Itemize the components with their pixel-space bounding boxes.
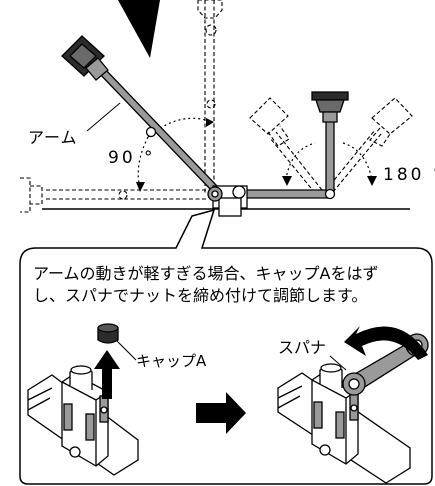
cap-leader-line bbox=[116, 340, 137, 361]
right-lamp-arm bbox=[225, 91, 349, 200]
angle-180-arc bbox=[282, 142, 377, 186]
right-clamp-assembly bbox=[277, 363, 411, 484]
instruction-text: アームの動きが軽すぎる場合、キャップAをはず し、スパナでナットを締め付けて調節… bbox=[33, 264, 379, 305]
cap-a-label: キャップA bbox=[136, 352, 207, 370]
light-beam bbox=[118, 0, 160, 58]
cap-removal-arrow bbox=[94, 350, 120, 399]
cap-a bbox=[97, 323, 119, 344]
spanner-label: スパナ bbox=[278, 338, 327, 357]
tighten-arrow bbox=[344, 326, 428, 360]
angle-180-label: 180 ° bbox=[383, 165, 435, 185]
central-joint bbox=[207, 185, 248, 217]
arm-leader-line bbox=[86, 102, 121, 132]
dashed-arm-positions bbox=[20, 0, 413, 213]
angle-90-label: 90 ° bbox=[108, 148, 156, 168]
step-arrow bbox=[196, 392, 246, 434]
spanner-leader-line bbox=[329, 355, 347, 371]
angle-90-arc bbox=[136, 117, 214, 192]
arm-label: アーム bbox=[28, 128, 78, 147]
main-arm bbox=[61, 35, 220, 192]
left-clamp-assembly bbox=[27, 365, 139, 476]
